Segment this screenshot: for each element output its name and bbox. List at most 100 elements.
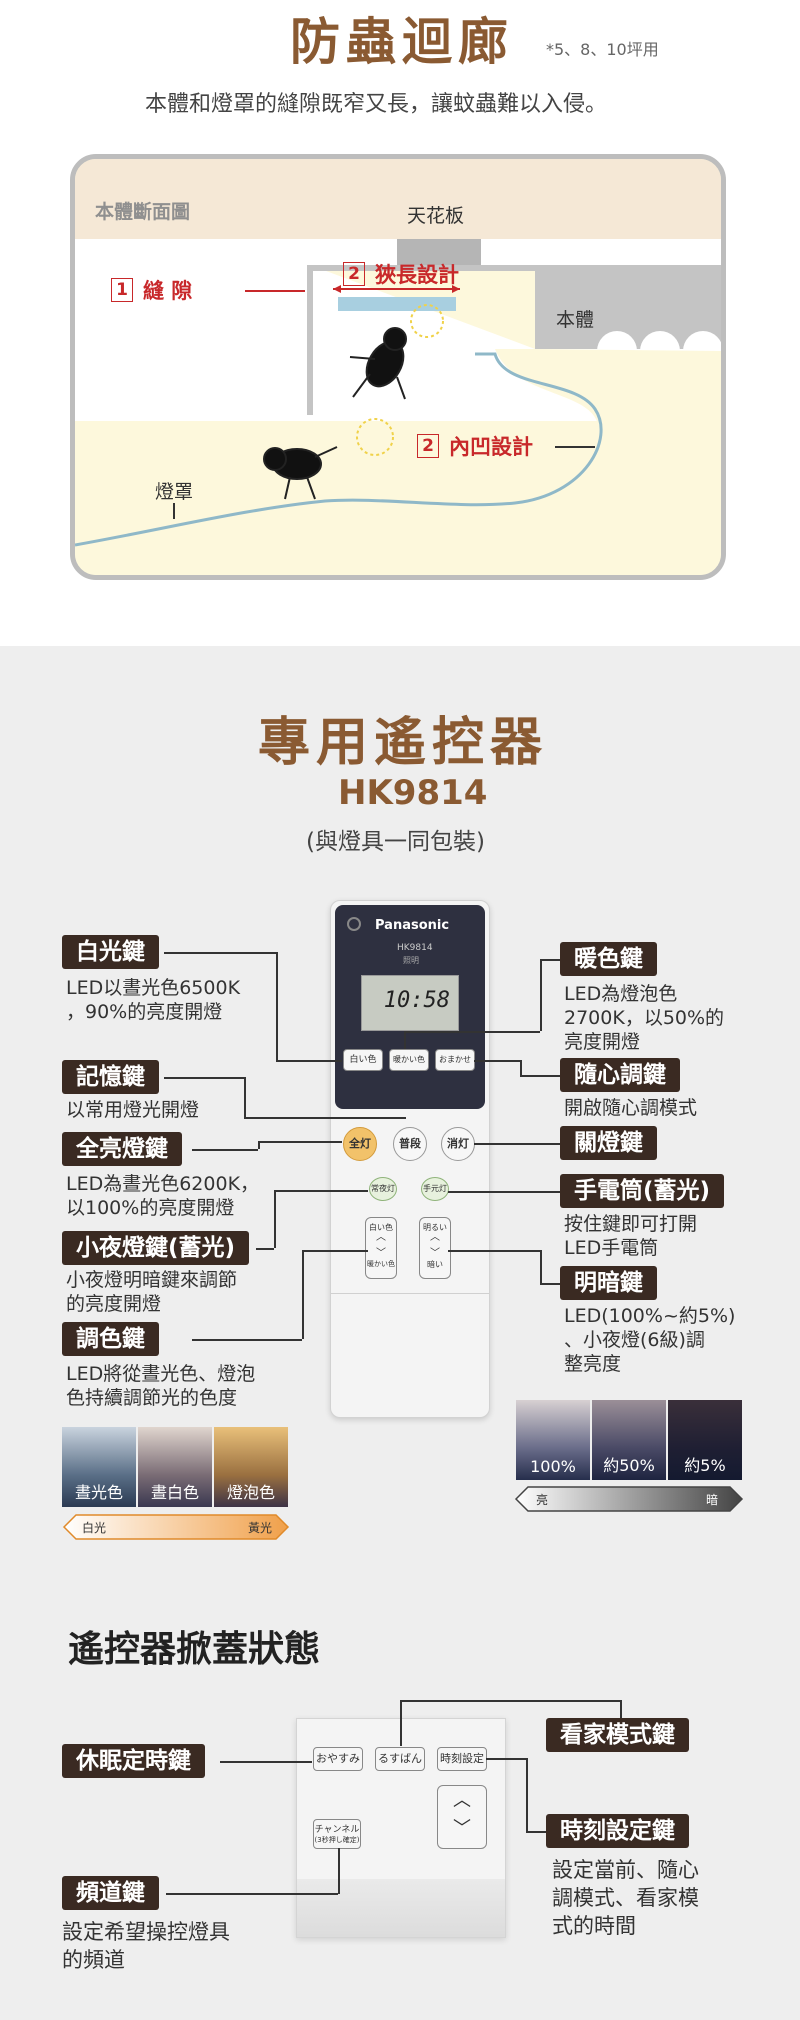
chevron-down-icon: ﹀ — [376, 1248, 386, 1259]
line-warm-key-v2 — [404, 1031, 406, 1049]
channel-button-sub: (3秒押し確定) — [314, 1836, 360, 1844]
line-auto-key-v — [520, 1060, 522, 1075]
brightness-bottom: 暗い — [427, 1260, 443, 1269]
remote-brand: Panasonic — [375, 918, 450, 933]
photo-natural-label: 晝白色 — [150, 1483, 199, 1502]
tag-auto-key: 隨心調鍵 — [560, 1058, 680, 1092]
remote-open-cover: おやすみ るすばん 時刻設定 ︿ ﹀ チャンネル (3秒押し確定) — [296, 1718, 506, 1938]
section1-subtitle: 本體和燈罩的縫隙既窄又長，讓蚊蟲難以入侵。 — [145, 92, 608, 117]
warm-light-button[interactable]: 暖かい色 — [389, 1049, 429, 1071]
line-warm-key-v — [540, 959, 542, 1031]
line-white-key-h2 — [276, 1060, 342, 1062]
brightness-button[interactable]: 明るい ︿ ﹀ 暗い — [419, 1217, 451, 1279]
cover-hinge — [297, 1879, 505, 1937]
color-arrow-right: 黃光 — [248, 1521, 273, 1535]
line-clock-key-h2 — [526, 1831, 546, 1833]
desc-memory-key: 以常用燈光開燈 — [66, 1099, 200, 1121]
line-home-key-v2 — [620, 1700, 622, 1718]
tag-brightness-key: 明暗鍵 — [560, 1266, 657, 1300]
photo-bright-100-label: 100% — [530, 1457, 576, 1476]
line-brightness-key — [540, 1283, 560, 1285]
cross-section-diagram: 本體斷面圖 天花板 本體 燈罩 1 縫 隙 2 狹長設計 2 內凹設計 — [70, 154, 726, 580]
tag-torch-key: 手電筒(蓄光) — [560, 1174, 725, 1208]
line-off-key — [474, 1143, 560, 1145]
body-label: 本體 — [556, 309, 595, 331]
line-channel-key-v — [338, 1848, 340, 1894]
photo-natural: 晝白色 — [138, 1427, 212, 1507]
clock-adjust-button[interactable]: ︿ ﹀ — [437, 1785, 487, 1849]
photo-bright-50: 約50% — [592, 1400, 666, 1480]
channel-button-label: チャンネル — [314, 1825, 360, 1835]
shade-label: 燈罩 — [155, 481, 194, 503]
photo-warm: 燈泡色 — [214, 1427, 288, 1507]
tag-warm-key: 暖色鍵 — [560, 942, 657, 976]
line-memory-key — [164, 1077, 244, 1079]
line-color-key-h2 — [302, 1250, 368, 1252]
auto-adjust-button[interactable]: おまかせ — [435, 1049, 475, 1071]
line-color-key — [192, 1339, 302, 1341]
normal-light-button[interactable]: 普段 — [393, 1127, 427, 1161]
line-sleep-key — [220, 1761, 312, 1763]
gap-line — [245, 290, 305, 292]
section2-title: 專用遙控器 — [258, 713, 549, 773]
line-clock-key-v — [526, 1758, 528, 1831]
night-light-button[interactable]: 常夜灯 — [369, 1177, 397, 1201]
diagram-header-label: 本體斷面圖 — [95, 201, 191, 223]
line-warm-key — [540, 959, 560, 961]
full-light-button[interactable]: 全灯 — [343, 1127, 377, 1161]
line-auto-key — [520, 1075, 560, 1077]
desc-torch-key: 按住鍵即可打開 LED手電筒 — [564, 1213, 698, 1259]
line-full-key-h2 — [258, 1141, 342, 1143]
line-memory-key-v — [244, 1077, 246, 1117]
line-brightness-key-v — [540, 1250, 542, 1283]
white-light-button[interactable]: 白い色 — [343, 1049, 383, 1071]
narrow-number: 2 — [343, 262, 365, 286]
ceiling-label: 天花板 — [407, 205, 465, 227]
chevron-up-icon: ︿ — [453, 1790, 471, 1811]
section1-note: *5、8、10坪用 — [546, 40, 659, 59]
tag-clock-key: 時刻設定鍵 — [546, 1814, 689, 1848]
tag-full-key: 全亮燈鍵 — [62, 1132, 182, 1166]
line-home-key-v — [400, 1700, 402, 1746]
color-adjust-button[interactable]: 白い色 ︿ ﹀ 暖かい色 — [365, 1217, 397, 1279]
line-memory-key-h2 — [244, 1117, 406, 1119]
desc-brightness-key: LED(100%~約5%) 、小夜燈(6級)調 整亮度 — [564, 1305, 736, 1375]
chevron-up-icon: ︿ — [430, 1232, 440, 1243]
recess-label: 2 內凹設計 — [417, 431, 533, 461]
line-white-key-v — [276, 952, 278, 1060]
line-channel-key — [166, 1893, 338, 1895]
lcd-time: 10:58 — [383, 988, 450, 1013]
line-torch-key — [448, 1191, 560, 1193]
tag-memory-key: 記憶鍵 — [62, 1060, 159, 1094]
gap-text: 縫 隙 — [143, 279, 193, 303]
line-warm-key-h2 — [404, 1031, 540, 1033]
line-full-key — [192, 1149, 258, 1151]
remote-model-sub: 照明 — [403, 956, 419, 965]
remote-lcd: 10:58 — [361, 975, 459, 1031]
brightness-arrow-left: 亮 — [536, 1493, 549, 1507]
line-color-key-v — [302, 1250, 304, 1339]
desc-auto-key: 開啟隨心調模式 — [564, 1097, 698, 1119]
line-full-key-v — [258, 1141, 260, 1149]
off-button[interactable]: 消灯 — [441, 1127, 475, 1161]
remote-sensor-icon — [347, 917, 361, 931]
recess-line — [555, 446, 595, 448]
photo-bright-5: 約5% — [668, 1400, 742, 1480]
photo-bright-50-label: 約50% — [603, 1456, 655, 1475]
channel-button[interactable]: チャンネル (3秒押し確定) — [313, 1819, 361, 1849]
narrow-text: 狹長設計 — [375, 263, 459, 287]
desc-color-key: LED將從晝光色、燈泡 色持續調節光的色度 — [66, 1363, 256, 1409]
line-home-key — [400, 1700, 620, 1702]
section3-title: 遙控器掀蓋狀態 — [68, 1629, 321, 1670]
sleep-timer-button[interactable]: おやすみ — [313, 1747, 363, 1771]
photo-bright-5-label: 約5% — [684, 1456, 726, 1475]
away-mode-button[interactable]: るすばん — [375, 1747, 425, 1771]
tag-sleep-key: 休眠定時鍵 — [62, 1744, 205, 1778]
desc-night-key: 小夜燈明暗鍵來調節 的亮度開燈 — [66, 1269, 238, 1315]
photo-daylight: 晝光色 — [62, 1427, 136, 1507]
clock-set-button[interactable]: 時刻設定 — [437, 1747, 487, 1771]
recess-number: 2 — [417, 434, 439, 458]
torch-button[interactable]: 手元灯 — [421, 1177, 449, 1201]
color-adjust-top: 白い色 — [369, 1223, 393, 1232]
gap-label: 1 縫 隙 — [111, 275, 192, 305]
